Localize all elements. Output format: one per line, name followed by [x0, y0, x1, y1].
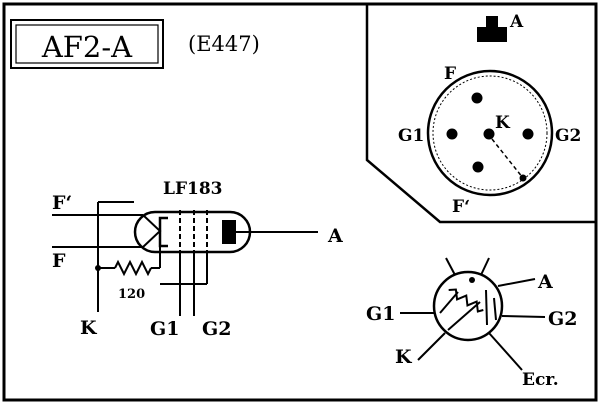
- socket-label-g2: G2: [555, 126, 581, 146]
- base-label-g2: G2: [548, 308, 577, 330]
- tube-schematic: LF183 120 F‘ F K G1 G2 A: [52, 179, 343, 340]
- filament-symbol: [142, 214, 162, 248]
- tube-base-view: A G1 G2 K Ecr.: [366, 257, 577, 390]
- pin-key-dashed-line: [491, 138, 524, 179]
- base-label-g1: G1: [366, 303, 395, 325]
- resistor-symbol: [114, 259, 152, 277]
- pin-f-top: [471, 92, 483, 104]
- tube-equivalent-name: (E447): [188, 32, 260, 56]
- socket-inner-dotted-circle: [432, 75, 548, 191]
- schematic-label-k: K: [80, 317, 98, 339]
- base-internal-g1: [439, 291, 459, 314]
- base-label-k: K: [395, 346, 413, 368]
- title-box: AF2-A: [10, 19, 164, 69]
- socket-top-view-panel: A F K G1 G2 F‘: [365, 4, 596, 224]
- base-internal-g2: [493, 297, 497, 321]
- tube-type-title: AF2-A: [41, 30, 133, 64]
- base-lead-a: [497, 278, 536, 287]
- anode-plate: [222, 220, 236, 244]
- pin-g1: [446, 128, 458, 140]
- pin-g2: [522, 128, 534, 140]
- pin-f-bottom: [472, 161, 484, 173]
- tube-envelope: [133, 210, 252, 254]
- socket-outer-circle: [426, 69, 554, 197]
- socket-label-k: K: [495, 113, 511, 133]
- base-lead-ecr: [488, 332, 523, 371]
- schematic-label-f: F: [52, 250, 66, 272]
- schematic-label-a: A: [327, 225, 343, 247]
- tube-model-label: LF183: [163, 179, 223, 199]
- base-internal-a: [485, 289, 488, 326]
- base-internal-k: [447, 301, 481, 331]
- base-top-pin-left: [445, 257, 456, 276]
- base-lead-g2: [501, 315, 546, 318]
- cathode-symbol: [158, 216, 168, 248]
- schematic-label-f-prime: F‘: [52, 192, 72, 214]
- socket-label-f: F: [444, 64, 456, 84]
- base-top-dot: [469, 277, 475, 283]
- base-lead-k: [417, 332, 446, 361]
- schematic-label-g2: G2: [202, 318, 231, 340]
- socket-anode-label: A: [509, 12, 524, 32]
- socket-label-g1: G1: [398, 126, 424, 146]
- pin-k: [483, 128, 495, 140]
- base-internal-coil: [448, 288, 484, 313]
- anode-cap-icon: [477, 16, 507, 42]
- base-label-a: A: [537, 271, 553, 293]
- base-label-ecr: Ecr.: [522, 370, 559, 390]
- socket-label-f-prime: F‘: [452, 197, 470, 217]
- schematic-label-g1: G1: [150, 318, 179, 340]
- base-top-pin-right: [480, 257, 490, 276]
- resistor-value-label: 120: [118, 287, 145, 302]
- socket-panel-border: [365, 4, 596, 224]
- pin-key-dot: [519, 174, 527, 182]
- base-circle: [432, 270, 504, 342]
